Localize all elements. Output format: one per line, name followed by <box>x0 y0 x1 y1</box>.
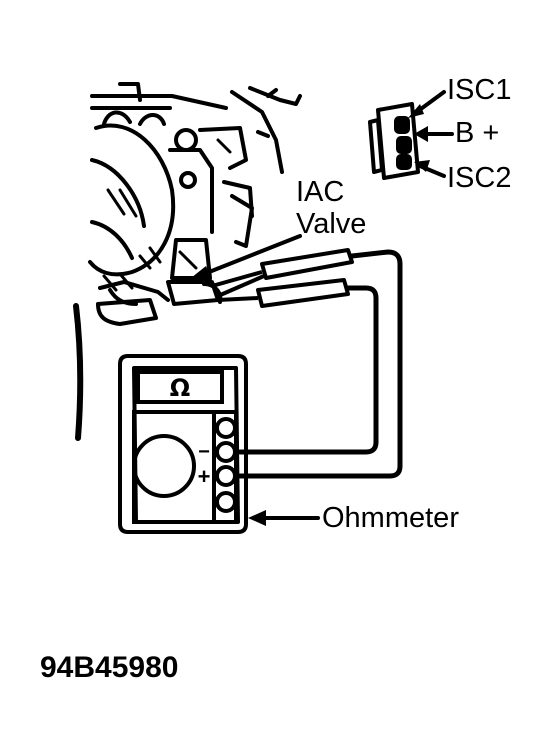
test-probes <box>211 248 354 308</box>
engine-hatching <box>102 138 232 292</box>
label-isc1: ISC1 <box>447 74 512 106</box>
range-selector-knob <box>132 434 196 498</box>
label-isc2: ISC2 <box>447 162 512 194</box>
label-iac: IAC <box>296 176 345 208</box>
ohmmeter-leader <box>248 510 320 526</box>
label-ohmmeter: Ohmmeter <box>322 502 459 534</box>
label-valve: Valve <box>296 208 367 240</box>
ohmmeter-display <box>136 370 224 404</box>
terminal-plus <box>215 465 237 487</box>
ohm-symbol: Ω <box>170 374 190 402</box>
connector-pin-isc2 <box>396 154 412 170</box>
terminal-bottom <box>215 491 237 513</box>
label-bplus: B + <box>455 117 500 149</box>
figure-id: 94B45980 <box>40 651 179 684</box>
terminal-top <box>215 417 237 439</box>
ohmmeter-terminals <box>215 417 237 513</box>
terminal-minus-label: − <box>198 441 210 463</box>
terminal-plus-label: + <box>198 464 211 489</box>
connector-pin-isc1 <box>394 116 410 134</box>
terminal-minus <box>215 441 237 463</box>
iac-valve-pointer <box>186 234 302 282</box>
iac-connector <box>368 102 420 180</box>
connector-pin-bplus <box>396 136 412 154</box>
test-leads <box>237 249 403 479</box>
connector-arrowheads <box>408 104 430 172</box>
